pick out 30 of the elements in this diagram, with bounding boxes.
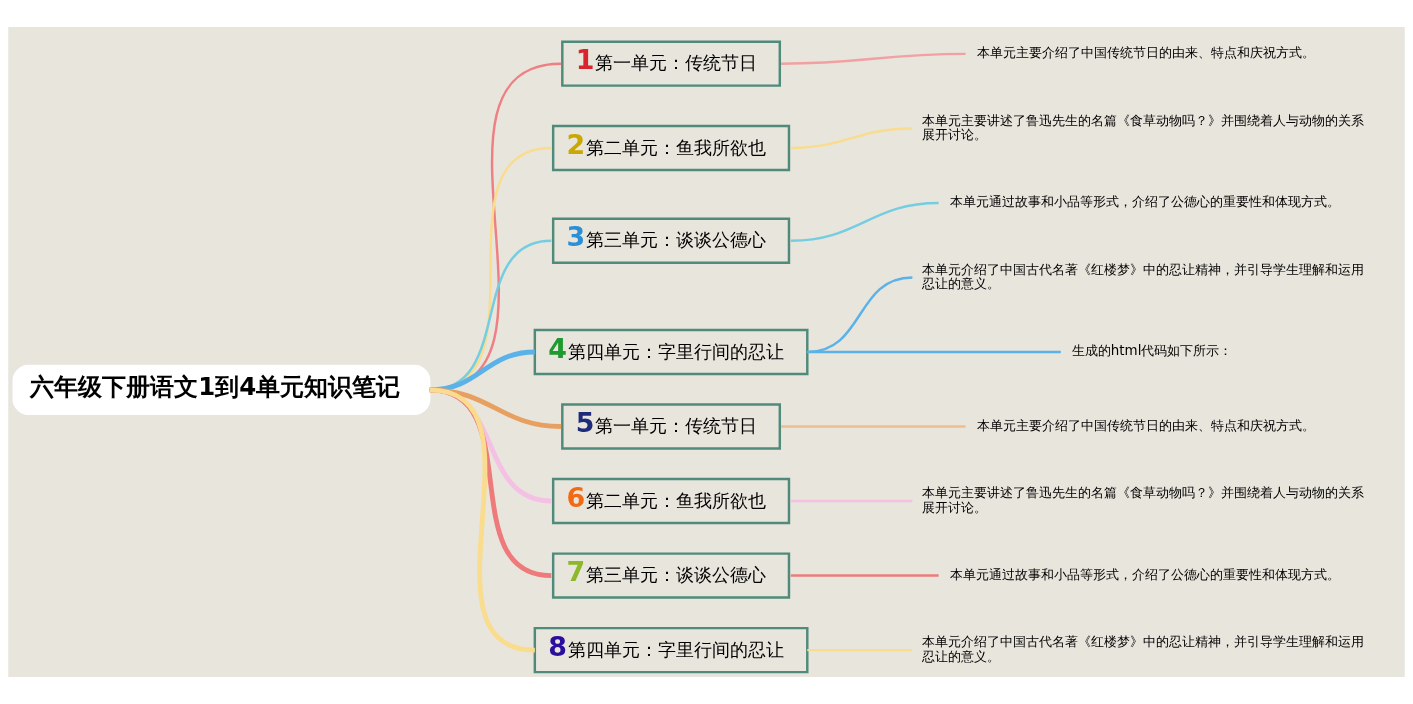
connector	[807, 350, 1061, 354]
node-text: 本单元主要介绍了中国传统节日的由来、特点和庆祝方式。	[977, 417, 1316, 433]
node-box: 六年级下册语文1到4单元知识笔记	[12, 364, 431, 415]
connector	[790, 499, 913, 503]
node-box: 6第二单元：鱼我所欲也	[551, 477, 791, 525]
node-text: 本单元介绍了中国古代名著《红楼梦》中的忍让精神，并引导学生理解和运用忍让的意义。	[922, 261, 1365, 292]
node-box: 3第三单元：谈谈公德心	[551, 217, 791, 265]
connector	[429, 387, 536, 653]
node-box: 5第一单元：传统节日	[561, 403, 782, 450]
connector	[790, 574, 939, 577]
connector	[429, 387, 562, 429]
connector	[781, 52, 966, 65]
connector	[781, 425, 966, 428]
connector	[790, 127, 913, 150]
node-text: 生成的html代码如下所示：	[1071, 343, 1233, 359]
node-text: 本单元介绍了中国古代名著《红楼梦》中的忍让精神，并引导学生理解和运用忍让的意义。	[922, 634, 1365, 664]
node-box: 8第四单元：字里行间的忍让	[533, 626, 809, 674]
connector	[429, 146, 552, 392]
node-text: 本单元通过故事和小品等形式，介绍了公德心的重要性和体现方式。	[949, 194, 1340, 210]
node-text: 本单元主要讲述了鲁迅先生的名篇《食草动物吗？》并围绕着人与动物的关系展开讨论。	[922, 485, 1365, 515]
node-box: 1第一单元：传统节日	[561, 40, 782, 87]
connector	[807, 648, 913, 652]
connector	[429, 239, 552, 392]
node-box: 2第二单元：鱼我所欲也	[551, 124, 791, 172]
node-text: 本单元主要讲述了鲁迅先生的名篇《食草动物吗？》并围绕着人与动物的关系展开讨论。	[922, 112, 1365, 143]
node-text: 本单元主要介绍了中国传统节日的由来、特点和庆祝方式。	[977, 45, 1316, 61]
connector	[790, 201, 939, 243]
node-box: 4第四单元：字里行间的忍让	[533, 328, 809, 376]
node-text: 本单元通过故事和小品等形式，介绍了公德心的重要性和体现方式。	[949, 567, 1340, 583]
node-box: 7第三单元：谈谈公德心	[551, 552, 791, 599]
